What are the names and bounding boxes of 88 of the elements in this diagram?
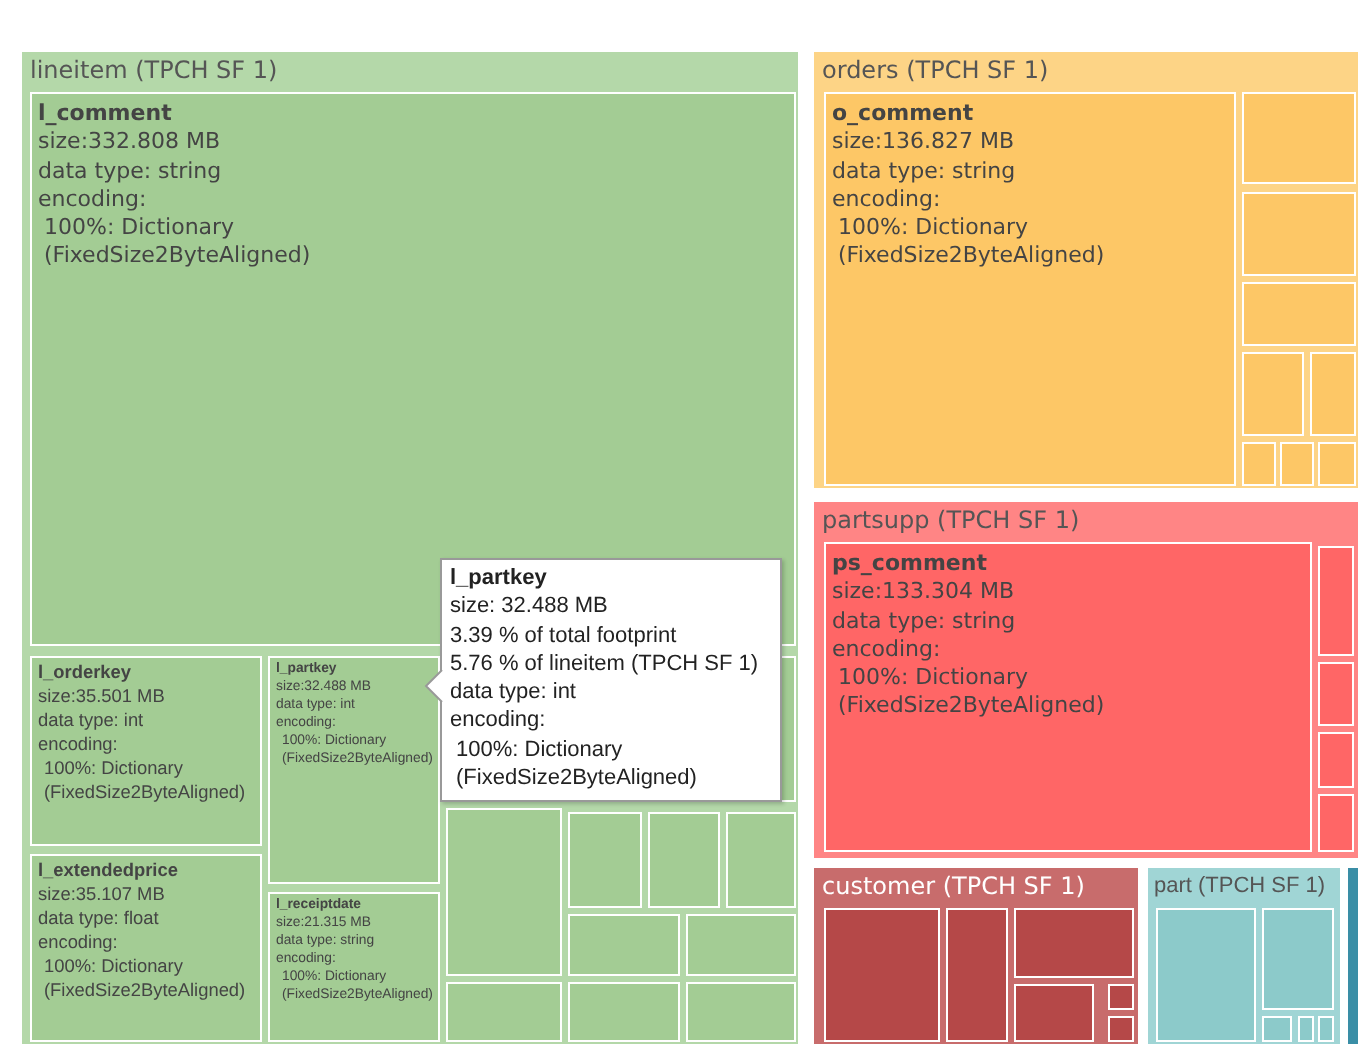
column-detail: 100%: Dictionary bbox=[836, 664, 1031, 693]
table-panel bbox=[812, 50, 1360, 490]
column-detail: size: 32.488 MB bbox=[450, 592, 610, 622]
column-tile bbox=[30, 854, 262, 1042]
column-name: l_orderkey bbox=[38, 662, 133, 686]
column-tile bbox=[1346, 866, 1360, 1046]
column-tile bbox=[30, 92, 796, 646]
column-detail: size:133.304 MB bbox=[832, 578, 1017, 608]
column-detail: size:136.827 MB bbox=[832, 128, 1017, 158]
column-detail: data type: int bbox=[450, 678, 578, 707]
column-detail: 100%: Dictionary bbox=[42, 214, 237, 243]
column-tile bbox=[946, 908, 1008, 1042]
column-name: l_partkey bbox=[450, 564, 549, 593]
table-title: partsupp (TPCH SF 1) bbox=[822, 506, 1082, 538]
column-tile bbox=[1014, 984, 1094, 1042]
column-detail: size:35.501 MB bbox=[38, 685, 167, 710]
column-name: l_comment bbox=[38, 100, 174, 129]
column-detail: encoding: bbox=[450, 706, 548, 736]
column-tile bbox=[268, 892, 440, 1042]
column-tile bbox=[568, 914, 680, 976]
column-detail: data type: string bbox=[832, 607, 1018, 636]
column-tile bbox=[726, 812, 796, 908]
table-panel bbox=[20, 50, 800, 1046]
column-detail: encoding: bbox=[38, 931, 120, 956]
column-detail: encoding: bbox=[38, 185, 149, 215]
column-detail: encoding: bbox=[832, 635, 943, 665]
column-tile bbox=[268, 656, 440, 884]
column-detail: size:332.808 MB bbox=[38, 128, 223, 158]
column-detail: data type: int bbox=[38, 709, 146, 734]
column-detail: encoding: bbox=[832, 185, 943, 215]
column-tile bbox=[1014, 908, 1134, 978]
column-tile bbox=[686, 914, 796, 976]
column-tile bbox=[446, 808, 562, 976]
column-tile bbox=[824, 92, 1236, 486]
column-tile bbox=[1156, 908, 1256, 1042]
table-title: orders (TPCH SF 1) bbox=[822, 56, 1051, 88]
column-tile bbox=[824, 908, 940, 1042]
column-tile bbox=[1242, 92, 1356, 184]
column-detail: data type: string bbox=[832, 157, 1018, 186]
column-tile bbox=[1298, 1016, 1314, 1042]
column-tile bbox=[1318, 732, 1354, 788]
column-detail: 100%: Dictionary bbox=[42, 757, 185, 782]
column-detail: 5.76 % of lineitem (TPCH SF 1) bbox=[450, 649, 761, 679]
column-detail: size:35.107 MB bbox=[38, 883, 167, 908]
column-tile bbox=[1242, 192, 1356, 276]
column-tile bbox=[1318, 1016, 1334, 1042]
column-name: l_extendedprice bbox=[38, 860, 180, 884]
column-tile bbox=[1318, 794, 1354, 852]
table-title: lineitem (TPCH SF 1) bbox=[30, 56, 280, 88]
column-tile bbox=[824, 542, 1312, 852]
column-tile bbox=[1242, 442, 1276, 486]
column-tile bbox=[1242, 352, 1304, 436]
column-tile bbox=[648, 812, 720, 908]
column-tile bbox=[446, 982, 562, 1042]
column-tile bbox=[1108, 984, 1134, 1010]
column-tile bbox=[1310, 352, 1356, 436]
column-detail: 100%: Dictionary bbox=[42, 955, 185, 980]
column-detail: 100%: Dictionary bbox=[454, 735, 625, 765]
column-tile bbox=[1280, 442, 1314, 486]
column-tile bbox=[1262, 1016, 1292, 1042]
column-name: ps_comment bbox=[832, 550, 989, 579]
column-detail: 3.39 % of total footprint bbox=[450, 621, 679, 650]
table-title: customer (TPCH SF 1) bbox=[822, 872, 1087, 904]
column-detail: encoding: bbox=[38, 733, 120, 758]
table-title: part (TPCH SF 1) bbox=[1154, 872, 1328, 901]
column-tile bbox=[1318, 546, 1354, 656]
column-detail: data type: string bbox=[38, 157, 224, 186]
column-name: o_comment bbox=[832, 100, 976, 129]
column-detail: data type: float bbox=[38, 907, 161, 932]
column-detail: (FixedSize2ByteAligned) bbox=[42, 979, 248, 1004]
column-detail: (FixedSize2ByteAligned) bbox=[42, 242, 313, 272]
column-tile bbox=[1318, 662, 1354, 726]
column-detail: (FixedSize2ByteAligned) bbox=[836, 692, 1107, 722]
column-tile bbox=[1318, 442, 1356, 486]
column-detail: (FixedSize2ByteAligned) bbox=[836, 242, 1107, 272]
column-detail: (FixedSize2ByteAligned) bbox=[454, 764, 699, 793]
column-tile bbox=[30, 656, 262, 846]
column-tile bbox=[568, 982, 680, 1042]
table-panel bbox=[812, 866, 1140, 1046]
column-detail: (FixedSize2ByteAligned) bbox=[42, 781, 248, 806]
column-tile bbox=[568, 812, 642, 908]
column-detail: 100%: Dictionary bbox=[836, 214, 1031, 243]
table-panel bbox=[1146, 866, 1342, 1046]
table-panel bbox=[812, 500, 1360, 860]
column-tile bbox=[686, 982, 796, 1042]
column-tile bbox=[1242, 282, 1356, 346]
column-tile bbox=[1108, 1016, 1134, 1042]
column-tile bbox=[1262, 908, 1334, 1010]
